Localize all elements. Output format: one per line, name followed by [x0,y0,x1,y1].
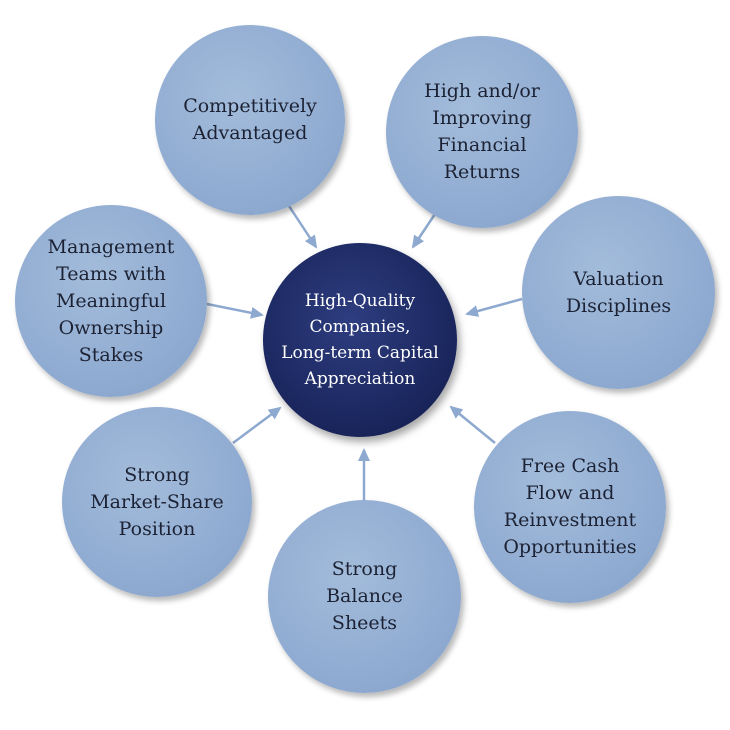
arrow-competitive [287,205,318,249]
bubble-balance-sheets: Strong Balance Sheets [268,500,461,693]
bubble-label: Free Cash Flow and Reinvestment Opportun… [503,455,637,558]
center-label: High-Quality Companies, Long-term Capita… [281,291,439,389]
center-circle: High-Quality Companies, Long-term Capita… [263,243,457,437]
bubble-competitively-advantaged: Competitively Advantaged [155,25,345,215]
arrow-cashflow [449,405,496,444]
bubble-market-share: Strong Market-Share Position [62,407,252,597]
bubble-label: Management Teams with Meaningful Ownersh… [47,235,175,366]
arrow-valuation [465,297,523,317]
arrow-management [206,302,264,319]
bubble-label: Valuation Disciplines [565,267,672,317]
bubble-management-teams: Management Teams with Meaningful Ownersh… [15,205,207,397]
bubble-financial-returns: High and/or Improving Financial Returns [386,36,578,228]
bubble-label: Competitively Advantaged [183,95,317,144]
bubble-free-cash-flow: Free Cash Flow and Reinvestment Opportun… [474,411,666,603]
bubble-label: Strong Market-Share Position [90,463,224,540]
bubble-label: Strong Balance Sheets [326,558,403,634]
bubble-valuation-disciplines: Valuation Disciplines [522,196,715,389]
bubble-label: High and/or Improving Financial Returns [424,80,540,183]
arrow-market [232,406,282,445]
